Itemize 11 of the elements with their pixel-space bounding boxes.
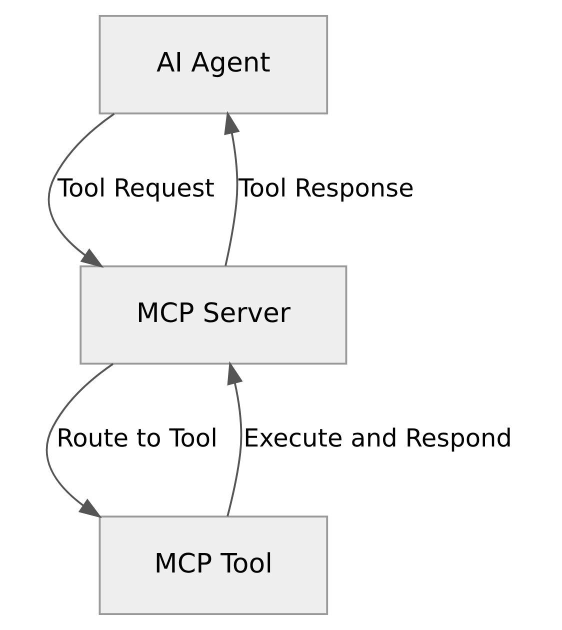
edge-label: Execute and Respond [243, 424, 512, 453]
edge-label: Tool Response [238, 173, 414, 202]
node-box: MCP Tool [98, 516, 328, 616]
arrow [48, 113, 115, 268]
edge-label: Route to Tool [56, 424, 218, 453]
arrow [46, 363, 114, 518]
node-box: AI Agent [98, 14, 328, 114]
arrow [226, 361, 243, 517]
arrow [224, 110, 240, 266]
node-box: MCP Server [80, 265, 348, 365]
edge-label: Tool Request [58, 173, 215, 202]
